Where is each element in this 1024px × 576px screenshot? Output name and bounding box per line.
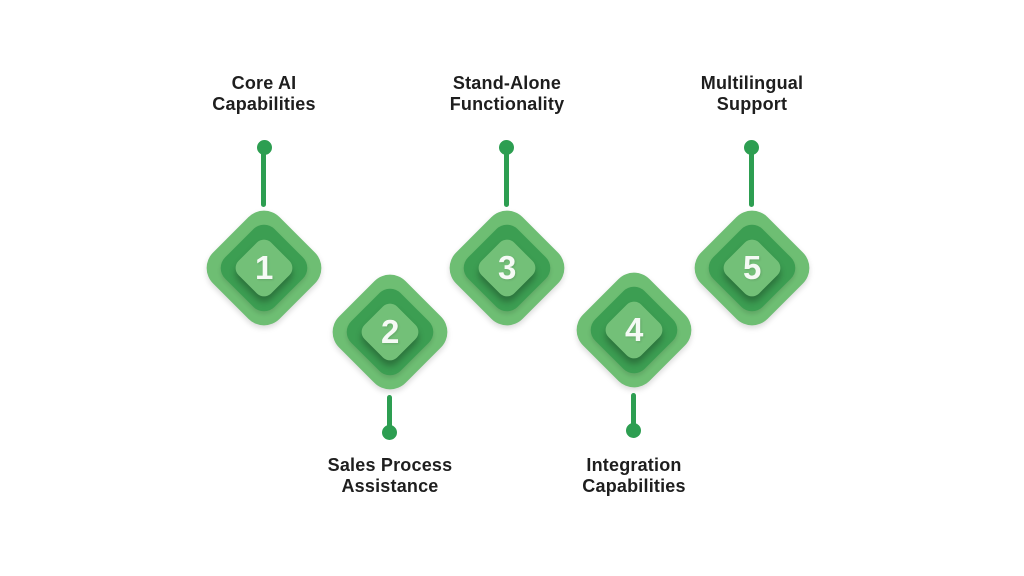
milestone-label: Integration Capabilities (524, 455, 744, 497)
milestone-label-line2: Capabilities (582, 476, 686, 496)
milestone-label: Multilingual Support (642, 73, 862, 115)
diamond-ring: 3 (457, 218, 557, 318)
milestone-number: 4 (624, 310, 644, 348)
milestone-number: 1 (254, 248, 274, 286)
milestone-label-line1: Multilingual (700, 73, 804, 93)
diamond-core: 4 (601, 297, 667, 363)
milestone-label-line1: Sales Process (327, 455, 453, 475)
milestone-label: Sales Process Assistance (280, 455, 500, 497)
milestone-label-line2: Assistance (341, 476, 439, 496)
diamond-core: 5 (719, 235, 785, 301)
diamond-core: 2 (357, 299, 423, 365)
diamond-shape: 5 (685, 201, 819, 335)
diamond-ring: 5 (702, 218, 802, 318)
diamond-shape: 4 (567, 263, 701, 397)
connector-line (631, 393, 636, 431)
milestone-label-line2: Functionality (449, 94, 565, 114)
connector-line (504, 147, 509, 207)
diamond-ring: 2 (340, 282, 440, 382)
milestone-label-line1: Stand-Alone (452, 73, 562, 93)
milestone-label-line1: Integration (586, 455, 682, 475)
connector-line (387, 395, 392, 433)
connector-line (749, 147, 754, 207)
milestone-label-line1: Core AI (231, 73, 297, 93)
diamond-ring: 1 (214, 218, 314, 318)
milestone-number: 5 (742, 248, 762, 286)
milestone-label: Stand-Alone Functionality (397, 73, 617, 115)
diamond-ring: 4 (584, 280, 684, 380)
milestone-label-line2: Support (716, 94, 788, 114)
diamond-core: 3 (474, 235, 540, 301)
diamond-shape: 1 (197, 201, 331, 335)
diamond-shape: 2 (323, 265, 457, 399)
diamond-core: 1 (231, 235, 297, 301)
connector-dot (626, 423, 641, 438)
milestone-number: 2 (380, 312, 400, 350)
diamond-shape: 3 (440, 201, 574, 335)
connector-line (261, 147, 266, 207)
milestone-label: Core AI Capabilities (154, 73, 374, 115)
connector-dot (382, 425, 397, 440)
milestone-number: 3 (497, 248, 517, 286)
milestone-label-line2: Capabilities (212, 94, 316, 114)
